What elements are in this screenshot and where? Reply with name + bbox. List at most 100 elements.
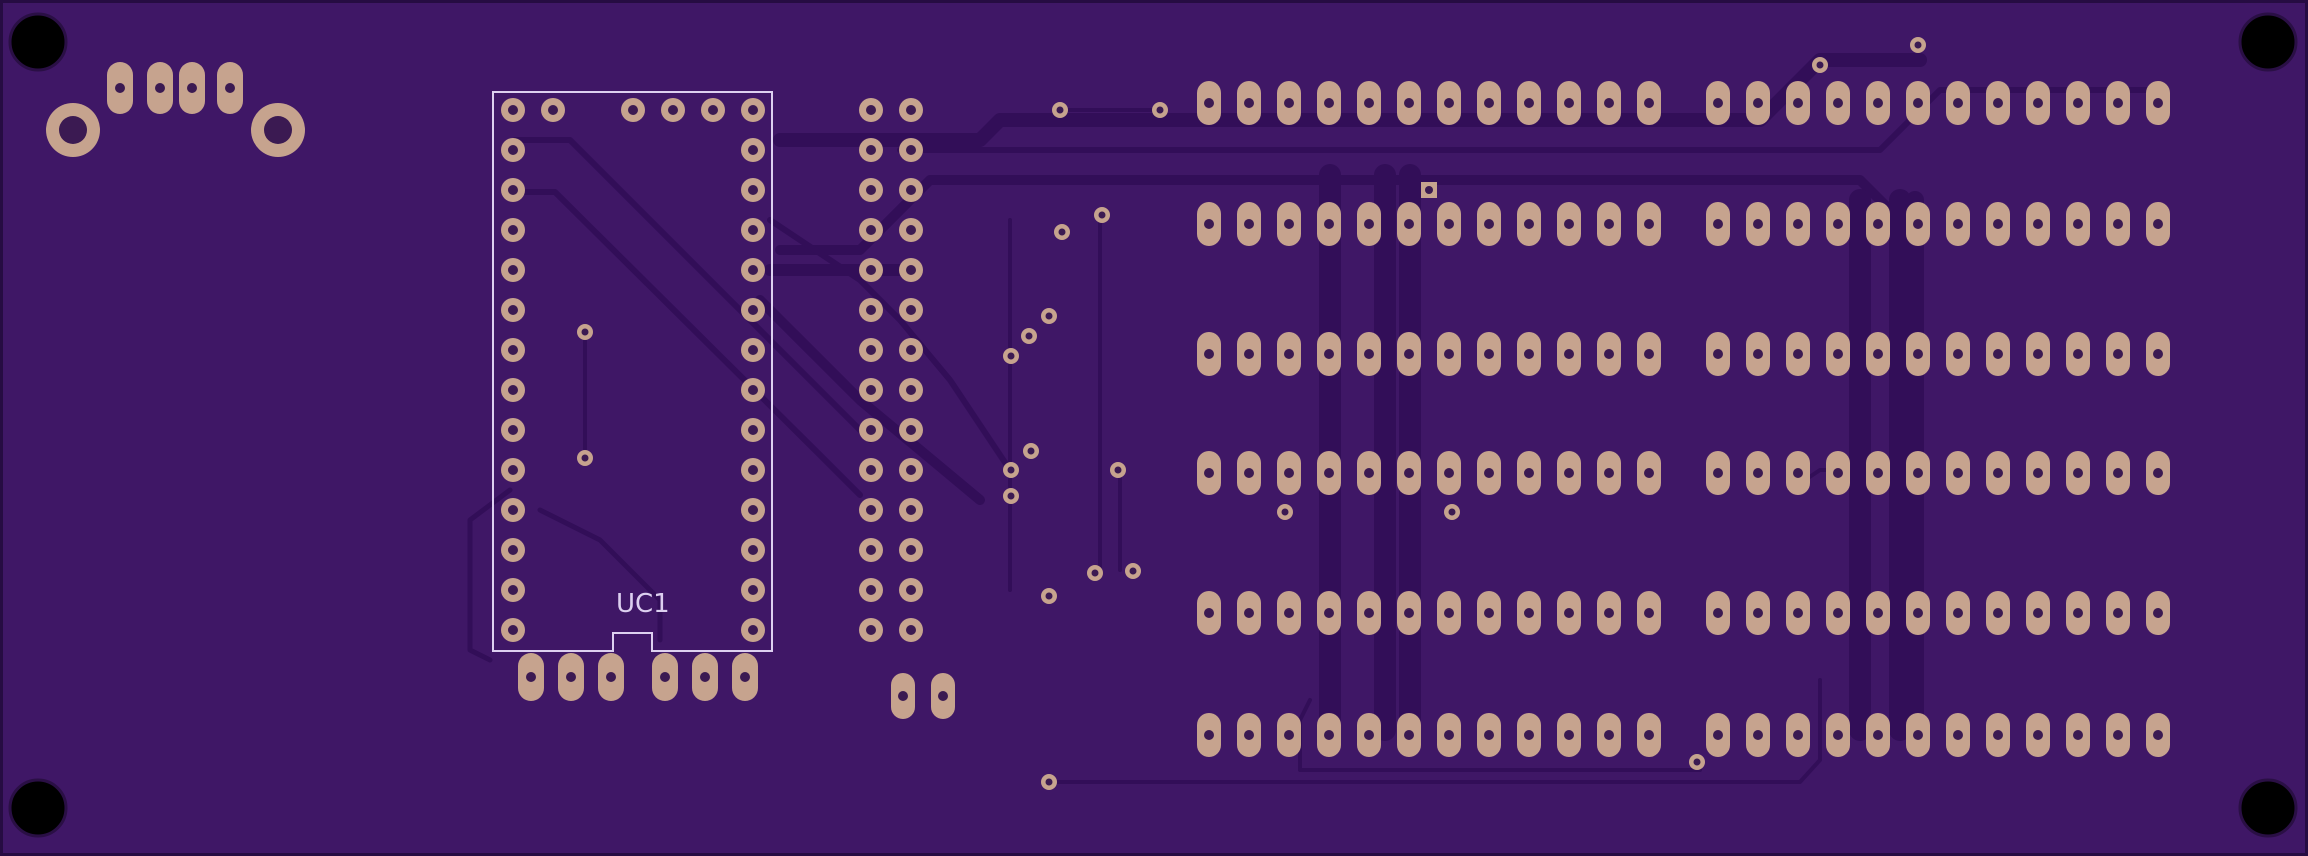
matrix-pad	[1746, 81, 1770, 125]
header-pin	[859, 218, 883, 242]
matrix-pad	[1477, 332, 1501, 376]
uc-pin	[701, 98, 725, 122]
header-pin	[859, 338, 883, 362]
matrix-pad	[1986, 202, 2010, 246]
uc-pin	[501, 458, 525, 482]
square-via-hole	[1425, 186, 1433, 194]
matrix-pad	[1706, 81, 1730, 125]
via	[1812, 57, 1828, 73]
matrix-pad	[2106, 332, 2130, 376]
matrix-pad	[1437, 81, 1461, 125]
matrix-pad	[1277, 332, 1301, 376]
matrix-pad	[1637, 713, 1661, 757]
matrix-pad	[1826, 591, 1850, 635]
pads-layer	[8, 12, 2298, 838]
connector-pad	[179, 62, 205, 114]
matrix-pad	[1746, 713, 1770, 757]
via	[1910, 37, 1926, 53]
microcontroller-outline	[492, 91, 773, 652]
matrix-pad	[1397, 713, 1421, 757]
matrix-pad	[1317, 591, 1341, 635]
matrix-pad	[1706, 713, 1730, 757]
via	[1152, 102, 1168, 118]
trace-diag-2	[512, 189, 863, 498]
connector-pad	[107, 62, 133, 114]
uc-bottom-pad	[598, 653, 624, 701]
uc-pin	[541, 98, 565, 122]
via	[1003, 488, 1019, 504]
matrix-pad	[1866, 202, 1890, 246]
matrix-pad	[1317, 81, 1341, 125]
matrix-pad	[2066, 451, 2090, 495]
header-pin	[899, 458, 923, 482]
via	[1125, 563, 1141, 579]
uc-pin	[501, 498, 525, 522]
large-pad	[251, 103, 305, 157]
uc-pin	[741, 178, 765, 202]
matrix-pad	[1277, 451, 1301, 495]
matrix-pad	[1866, 591, 1890, 635]
uc-pin	[501, 218, 525, 242]
trace-bus-top	[773, 53, 1927, 147]
matrix-pad	[1906, 591, 1930, 635]
via	[1003, 348, 1019, 364]
uc-pin	[501, 178, 525, 202]
matrix-pad	[2106, 81, 2130, 125]
matrix-pad	[2026, 713, 2050, 757]
matrix-pad	[1357, 591, 1381, 635]
via	[577, 450, 593, 466]
matrix-pad	[1826, 713, 1850, 757]
matrix-pad	[1197, 332, 1221, 376]
via	[1054, 224, 1070, 240]
matrix-pad	[1237, 332, 1261, 376]
matrix-pad	[1746, 332, 1770, 376]
matrix-pad	[1786, 591, 1810, 635]
matrix-pad	[1437, 591, 1461, 635]
matrix-pad	[1986, 451, 2010, 495]
via	[1444, 504, 1460, 520]
header-pin	[899, 298, 923, 322]
via	[1021, 328, 1037, 344]
header-pin	[899, 218, 923, 242]
uc-pin	[741, 258, 765, 282]
uc-pin	[501, 578, 525, 602]
matrix-pad	[1746, 451, 1770, 495]
matrix-pad	[2066, 332, 2090, 376]
uc-pin	[501, 258, 525, 282]
matrix-pad	[2066, 713, 2090, 757]
connector-pad	[147, 62, 173, 114]
matrix-pad	[1946, 591, 1970, 635]
matrix-pad	[1197, 81, 1221, 125]
matrix-pad	[1517, 81, 1541, 125]
header-pin	[859, 498, 883, 522]
header-pin	[859, 258, 883, 282]
trace-left-diag	[537, 507, 663, 643]
header-pin	[899, 578, 923, 602]
uc-pin	[741, 218, 765, 242]
matrix-pad	[1397, 202, 1421, 246]
matrix-pad	[1986, 81, 2010, 125]
matrix-pad	[1946, 202, 1970, 246]
matrix-pad	[1597, 81, 1621, 125]
via	[1041, 588, 1057, 604]
matrix-pad	[1477, 591, 1501, 635]
header-pin	[899, 378, 923, 402]
header-pin	[899, 498, 923, 522]
connector-pad	[217, 62, 243, 114]
uc-bottom-pad	[732, 653, 758, 701]
matrix-pad	[1986, 332, 2010, 376]
matrix-pad	[1706, 451, 1730, 495]
uc-pin	[741, 618, 765, 642]
matrix-pad	[1746, 202, 1770, 246]
matrix-pad	[2106, 202, 2130, 246]
header-pin	[859, 178, 883, 202]
matrix-pad	[2106, 451, 2130, 495]
uc-pin	[741, 138, 765, 162]
matrix-pad	[1237, 591, 1261, 635]
mounting-hole	[2238, 778, 2298, 838]
matrix-pad	[1517, 202, 1541, 246]
uc-pin	[741, 498, 765, 522]
matrix-pad	[1706, 591, 1730, 635]
uc-pin	[741, 298, 765, 322]
matrix-pad	[1557, 81, 1581, 125]
